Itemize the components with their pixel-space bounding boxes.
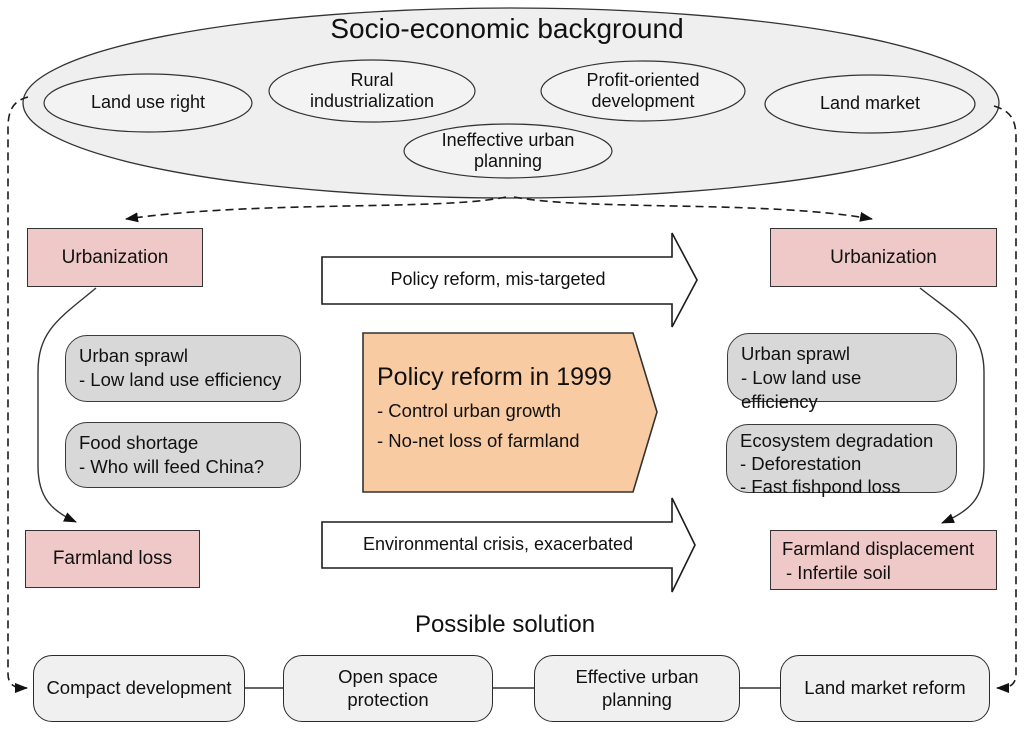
solution-land-market-reform: Land market reform (780, 655, 990, 722)
socio-economic-ellipse (22, 7, 1000, 199)
connector-urbanization-to-farmland-loss (37, 287, 97, 523)
factor-profit-oriented-development: Profit-oriented development (586, 70, 700, 112)
factor-land-market: Land market (819, 93, 921, 113)
solution-effective-urban-planning: Effective urban planning (534, 655, 740, 722)
food-shortage-title: Food shortage (79, 432, 199, 453)
policy-reform-1999-bullet-1: - Control urban growth (377, 400, 562, 421)
solution-land-market-reform-label: Land market reform (804, 677, 966, 699)
farmland-loss-label: Farmland loss (52, 548, 173, 569)
dashed-connector-left-to-compact-development (7, 96, 29, 693)
solution-compact-development-label: Compact development (46, 677, 232, 699)
environmental-crisis-arrow-label: Environmental crisis, exacerbated (362, 534, 634, 554)
dashed-connector-right-to-land-market-reform (993, 105, 1017, 693)
solution-open-space-protection: Open space protection (283, 655, 493, 722)
rural-industrialization-ellipse (268, 59, 476, 123)
connector-urbanization-to-farmland-displacement (919, 287, 985, 524)
urban-sprawl-left-bullet: - Low land use efficiency (79, 369, 282, 391)
urban-sprawl-right-bullet: - Low land use efficiency (741, 367, 862, 413)
policy-reform-1999-title: Policy reform in 1999 (377, 363, 612, 391)
land-market-ellipse (764, 74, 976, 134)
profit-oriented-development-ellipse (540, 60, 746, 122)
urban-sprawl-left-title: Urban sprawl (79, 345, 188, 366)
policy-reform-1999-bullet-2: - No-net loss of farmland (377, 430, 580, 452)
possible-solution-title: Possible solution (414, 611, 596, 638)
farmland-displacement-bullet: - Infertile soil (786, 562, 891, 584)
factor-rural-industrialization: Rural industrialization (309, 70, 435, 112)
farmland-displacement-box: Farmland displacement - Infertile soil (770, 530, 997, 590)
ecosystem-degradation-bullet-2: - Fast fishpond loss (740, 476, 901, 498)
solution-compact-development: Compact development (33, 655, 245, 722)
factor-ineffective-urban-planning: Ineffective urban planning (441, 130, 575, 172)
ecosystem-degradation-bullet-1: - Deforestation (740, 453, 862, 475)
urban-sprawl-right-title: Urban sprawl (741, 343, 850, 364)
urban-sprawl-right-box: Urban sprawl - Low land use efficiency (727, 333, 957, 412)
policy-reform-arrow-label: Policy reform, mis-targeted (390, 269, 606, 289)
socio-economic-title: Socio-economic background (330, 13, 684, 44)
policy-reform-1999-pentagon (362, 332, 658, 493)
factor-land-use-right: Land use right (90, 92, 206, 112)
ecosystem-degradation-title: Ecosystem degradation (740, 430, 934, 451)
solution-effective-urban-planning-label: Effective urban planning (575, 666, 699, 710)
dashed-arrow-to-left-urbanization (125, 196, 507, 223)
land-use-right-ellipse (43, 73, 253, 133)
urbanization-left-label: Urbanization (61, 246, 169, 268)
urbanization-right-label: Urbanization (830, 246, 937, 268)
urbanization-left-box: Urbanization (27, 228, 203, 287)
environmental-crisis-block-arrow (321, 497, 696, 593)
farmland-displacement-title: Farmland displacement (782, 538, 975, 559)
ecosystem-degradation-box: Ecosystem degradation - Deforestation - … (726, 424, 957, 497)
urbanization-right-box: Urbanization (770, 228, 997, 287)
solution-open-space-protection-label: Open space protection (338, 666, 438, 710)
policy-reform-block-arrow (321, 232, 698, 328)
policy-reform-1999-text: Policy reform in 1999 - Control urban gr… (377, 362, 639, 452)
food-shortage-box: Food shortage - Who will feed China? (65, 422, 301, 488)
farmland-loss-box: Farmland loss (25, 530, 200, 588)
dashed-arrow-to-right-urbanization (513, 196, 873, 222)
food-shortage-bullet: - Who will feed China? (79, 456, 265, 478)
ineffective-urban-planning-ellipse (403, 123, 613, 179)
urban-sprawl-left-box: Urban sprawl - Low land use efficiency (65, 335, 301, 402)
